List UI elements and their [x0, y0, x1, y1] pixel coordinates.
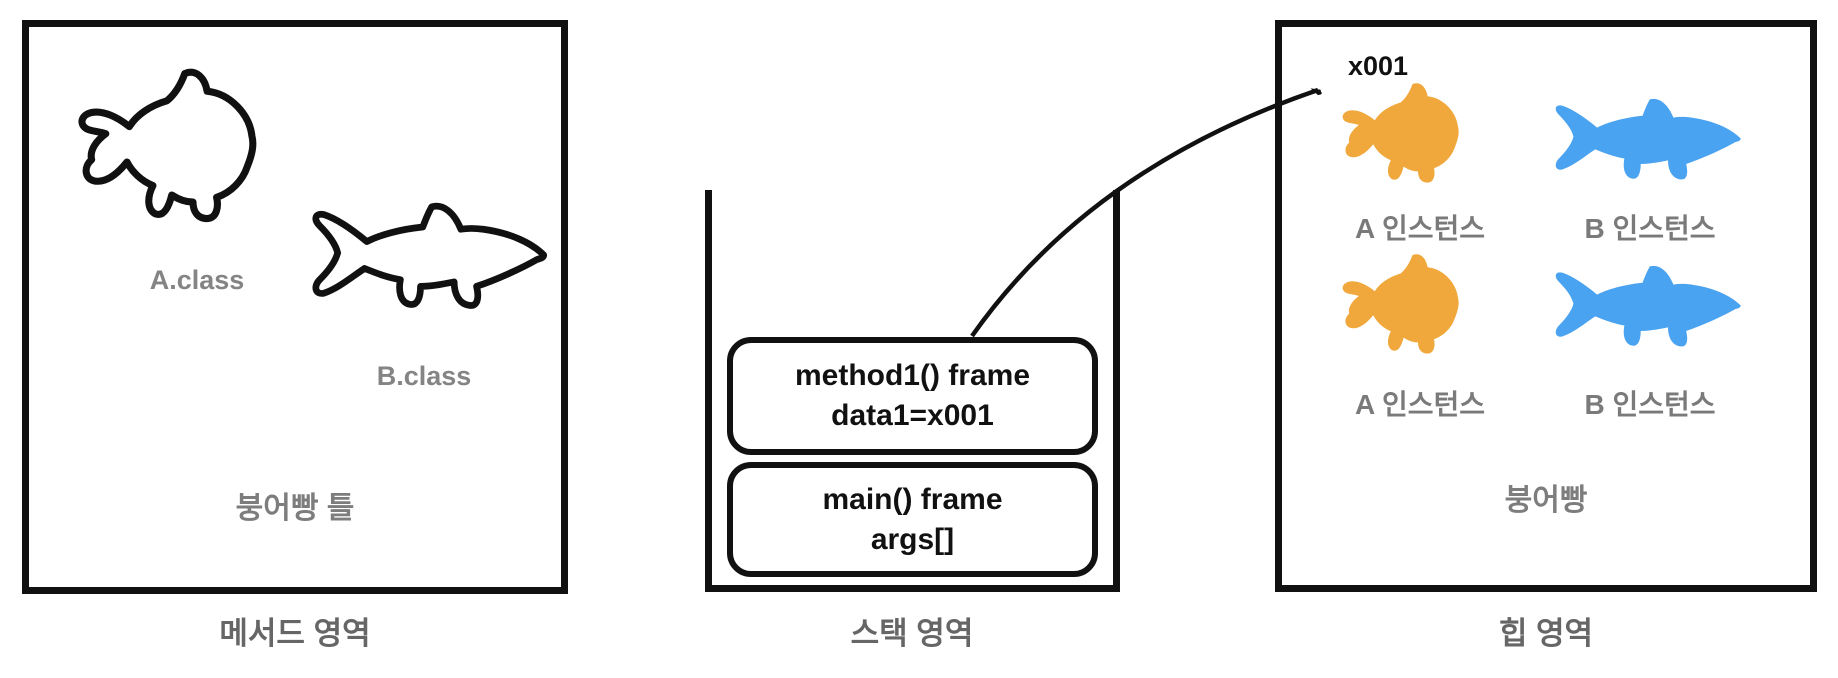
goldfish-icon — [1338, 77, 1498, 189]
stack-frame-main: main() frame args[] — [727, 462, 1098, 577]
heap-address-label: x001 — [1348, 51, 1409, 81]
instance-b2-label: B 인스턴스 — [1584, 389, 1716, 420]
instance-a1-label: A 인스턴스 — [1354, 213, 1486, 244]
instance-a2-label: A 인스턴스 — [1354, 389, 1486, 420]
method-area-box: A.class B.class 붕어빵 틀 — [22, 20, 568, 594]
carp-icon — [1548, 260, 1748, 351]
mold-label: 붕어빵 틀 — [235, 492, 355, 525]
goldfish-outline-icon — [75, 63, 311, 228]
heap-area-box: x001 A 인스턴스 B 인스턴스 A 인스턴스 B 인스턴스 붕어빵 — [1275, 20, 1817, 592]
carp-outline-icon — [302, 199, 557, 311]
carp-icon — [1548, 93, 1748, 184]
instance-b1-label: B 인스턴스 — [1584, 213, 1716, 244]
stack-container — [705, 190, 1120, 592]
heap-area-label: 힙 영역 — [1498, 616, 1594, 651]
goldfish-icon — [1338, 248, 1498, 360]
frame-method1-var: data1=x001 — [831, 399, 994, 432]
bread-label: 붕어빵 — [1504, 484, 1588, 517]
class-b-label: B.class — [376, 361, 472, 391]
class-a-label: A.class — [149, 265, 245, 295]
stack-area-label: 스택 영역 — [850, 616, 974, 651]
method-area-label: 메서드 영역 — [219, 616, 371, 651]
frame-main-title: main() frame — [822, 482, 1003, 516]
frame-method1-title: method1() frame — [794, 359, 1031, 392]
frame-main-var: args[] — [870, 522, 955, 556]
stack-frame-method1: method1() frame data1=x001 — [727, 337, 1098, 455]
